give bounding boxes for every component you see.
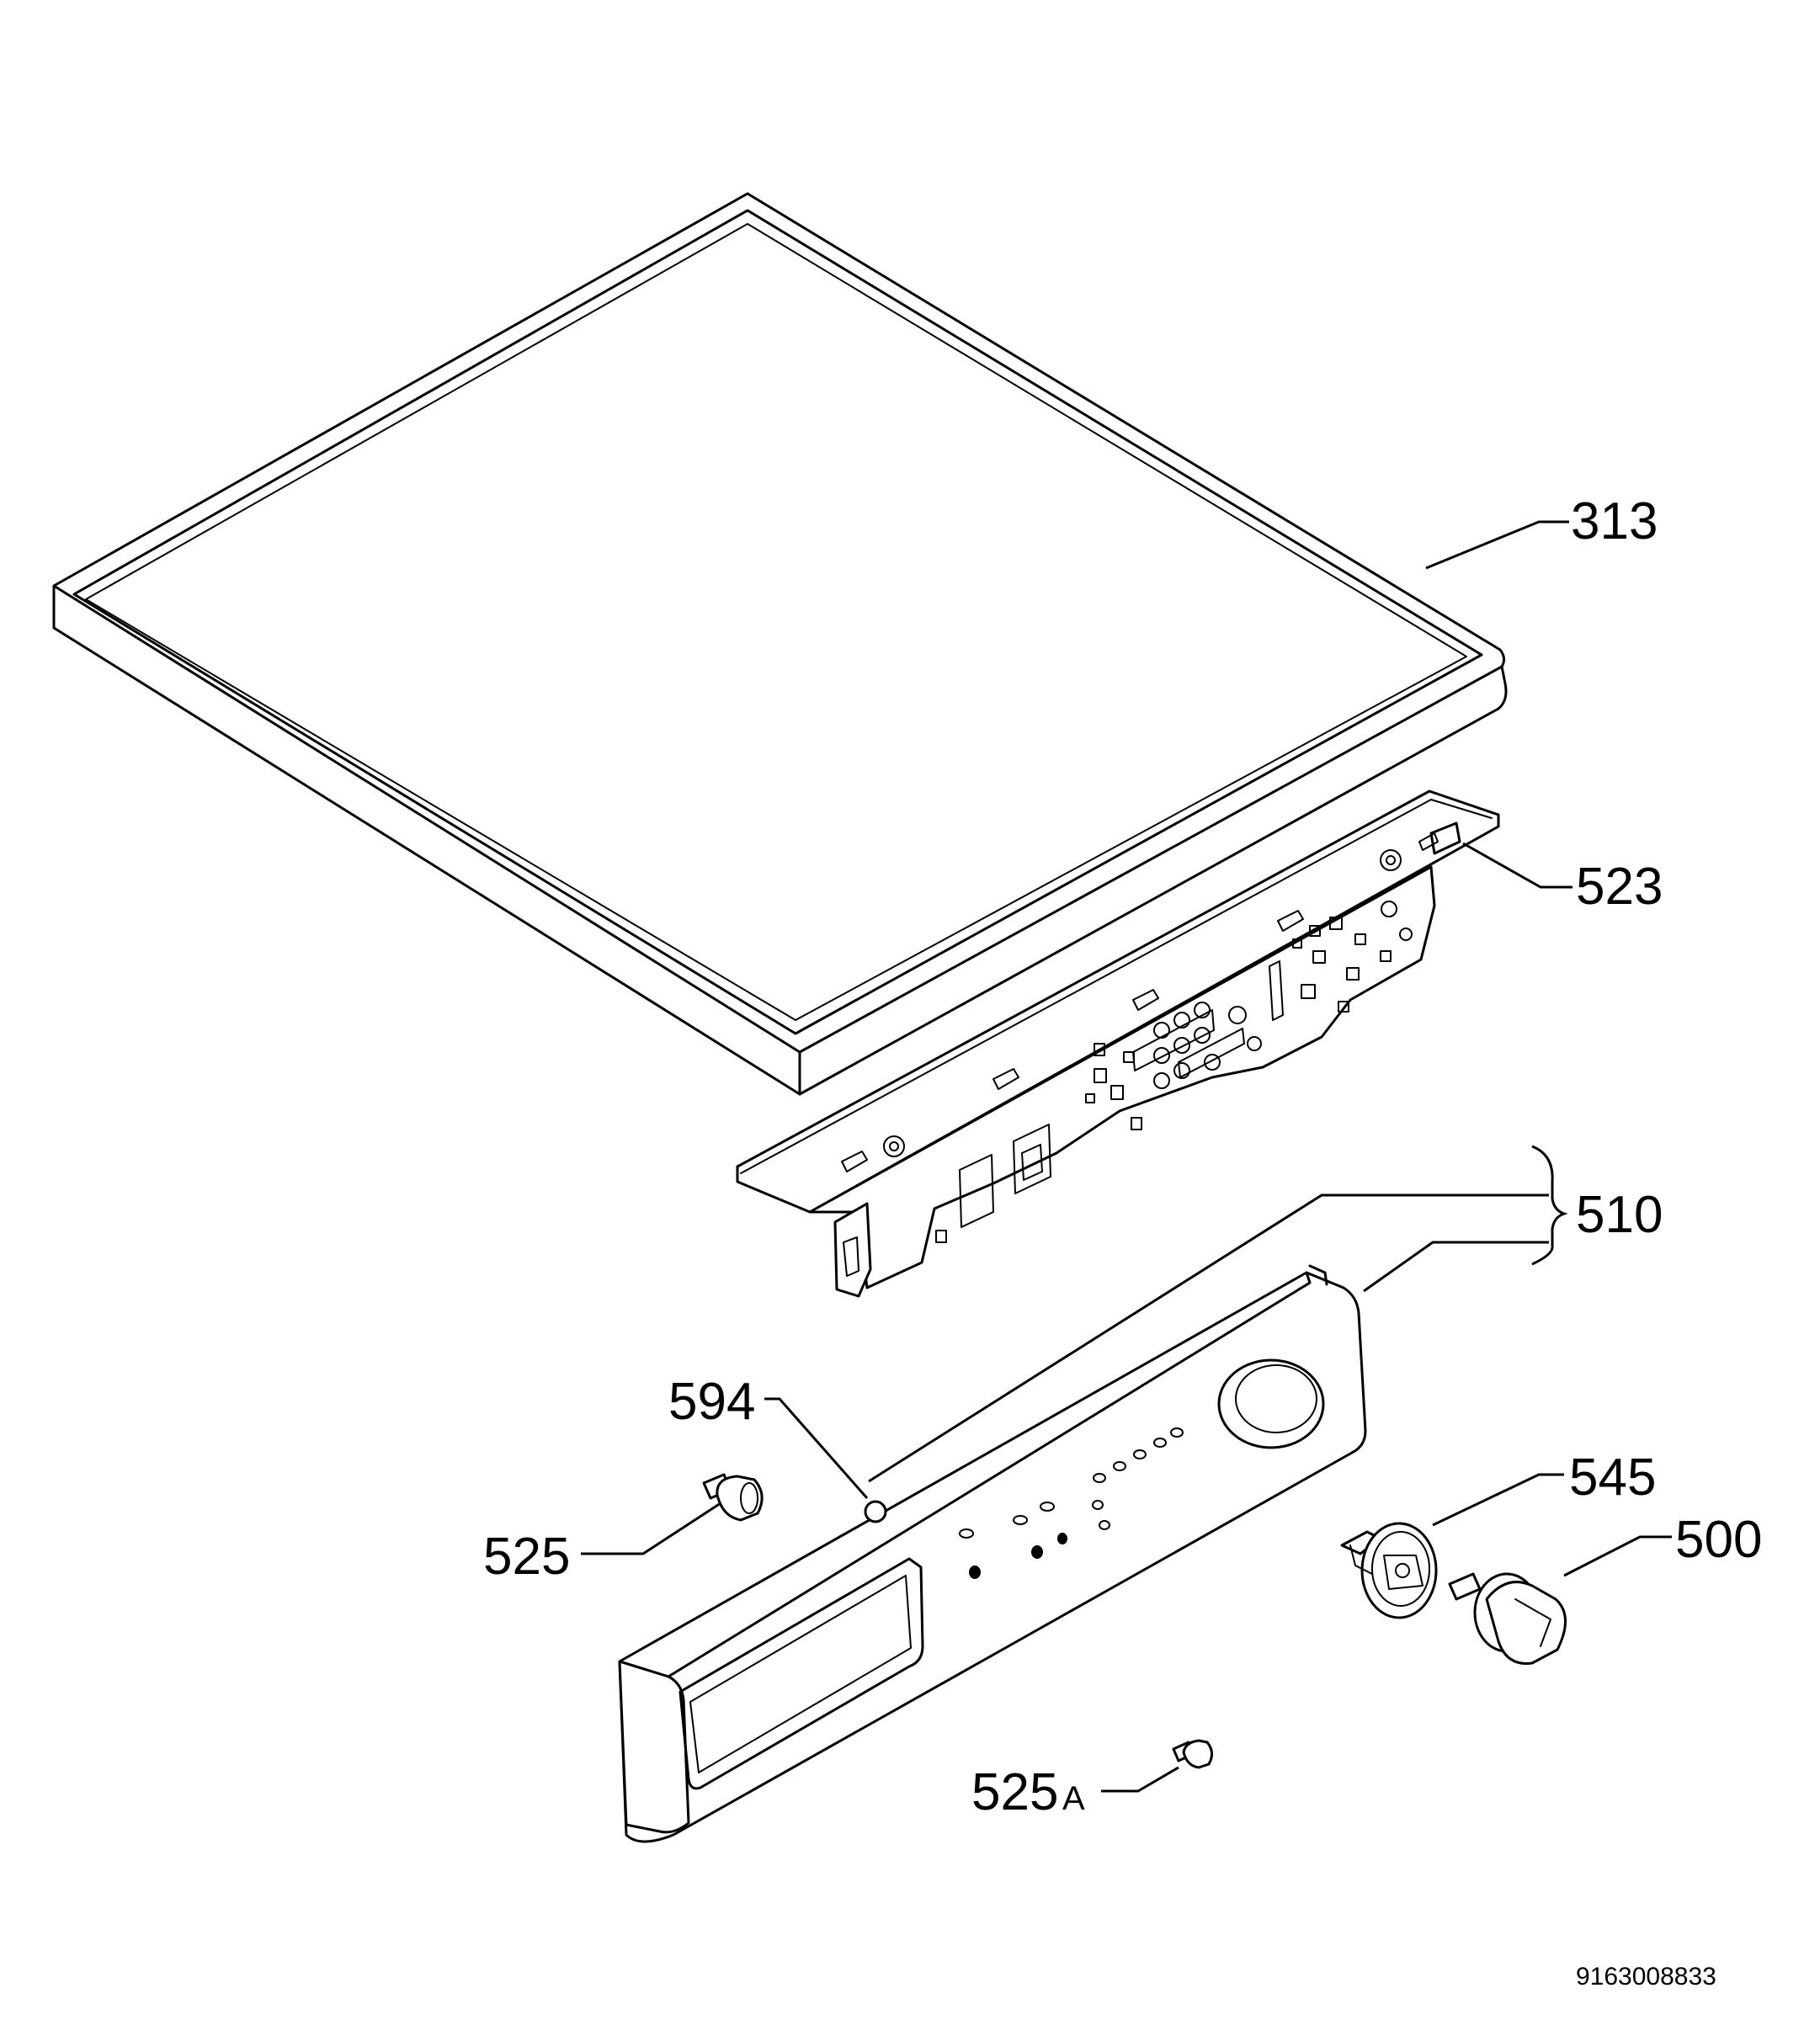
control-panel-fascia bbox=[618, 1264, 1367, 1843]
part-label-510: 510 bbox=[1576, 1186, 1663, 1244]
top-cover-part bbox=[52, 192, 1508, 1096]
part-label-500: 500 bbox=[1675, 1511, 1762, 1569]
control-bracket-part bbox=[736, 789, 1500, 1298]
document-number: 9163008833 bbox=[1576, 1963, 1716, 1991]
part-label-525a: 525 bbox=[971, 1763, 1058, 1821]
indicator-light-part bbox=[864, 1500, 887, 1523]
knob-bezel-part bbox=[1340, 1522, 1438, 1619]
part-label-594: 594 bbox=[668, 1373, 755, 1431]
knob-part bbox=[1448, 1572, 1567, 1665]
leader-lines bbox=[581, 520, 1672, 1793]
part-label-523: 523 bbox=[1576, 858, 1663, 916]
part-label-525a-suffix: A bbox=[1062, 1780, 1085, 1817]
part-label-525: 525 bbox=[483, 1528, 570, 1586]
part-label-545: 545 bbox=[1569, 1449, 1656, 1507]
push-button-left-part bbox=[702, 1473, 764, 1522]
push-button-bottom-part bbox=[1172, 1739, 1213, 1769]
part-label-313: 313 bbox=[1571, 492, 1658, 550]
